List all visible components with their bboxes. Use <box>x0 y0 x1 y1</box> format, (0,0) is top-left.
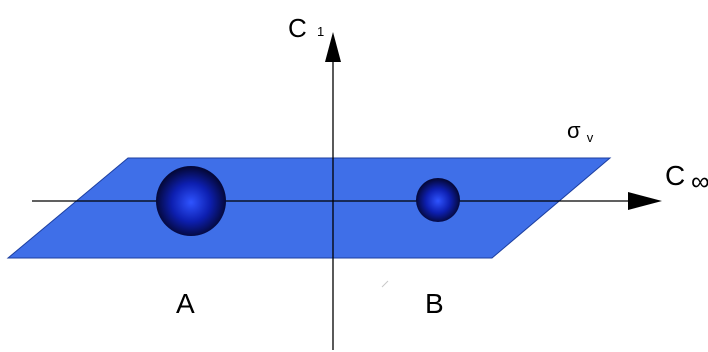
mirror-plane <box>6 157 612 259</box>
atom-b-label: B <box>425 288 444 319</box>
c-infinity-label-main: C <box>665 160 685 191</box>
sigma-v-label-sub: v <box>587 130 594 145</box>
c-infinity-label: C ∞ <box>665 160 708 196</box>
c-infinity-arrowhead <box>628 192 662 210</box>
c1-arrowhead <box>325 32 341 62</box>
sigma-v-label: σ v <box>567 118 594 145</box>
c1-label-sub: 1 <box>317 24 324 39</box>
atom-a-sphere <box>156 166 226 236</box>
c-infinity-label-sub: ∞ <box>691 166 708 196</box>
atom-a-label: A <box>176 288 195 319</box>
c1-label-main: C <box>288 13 307 43</box>
artifact-mark <box>381 280 389 288</box>
atom-b-sphere <box>416 178 460 222</box>
sigma-v-label-main: σ <box>567 118 581 143</box>
c1-label: C 1 <box>288 13 324 43</box>
